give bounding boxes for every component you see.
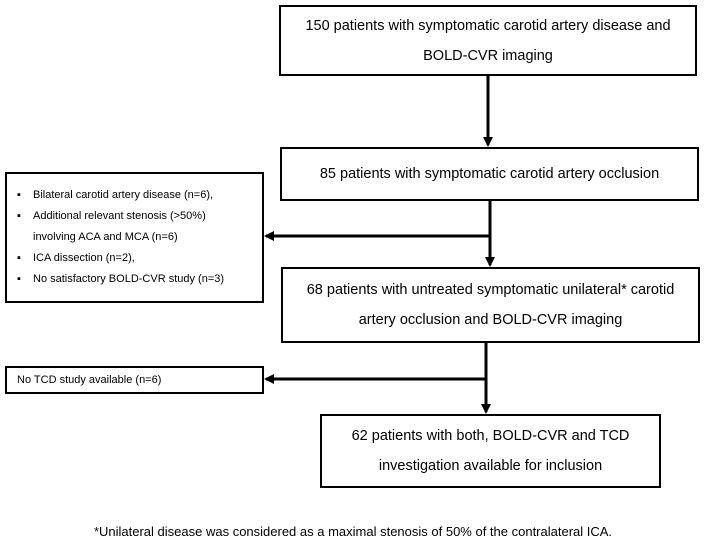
bullet-icon: ▪ — [17, 252, 21, 264]
exclusion-item: ▪ICA dissection (n=2), — [17, 248, 224, 269]
exclusion-list: ▪Bilateral carotid artery disease (n=6),… — [17, 185, 224, 290]
box4-line1: 62 patients with both, BOLD-CVR and TCD — [351, 428, 630, 444]
exclusion-item: ▪Bilateral carotid artery disease (n=6), — [17, 185, 224, 206]
box-final-cohort: 62 patients with both, BOLD-CVR and TCD … — [320, 414, 661, 488]
box-occlusion-cohort: 85 patients with symptomatic carotid art… — [280, 147, 699, 201]
exclusion-item: ▪No satisfactory BOLD-CVR study (n=3) — [17, 269, 224, 290]
exclusion-box-second: No TCD study available (n=6) — [5, 366, 264, 394]
exclusion-item: ▪Additional relevant stenosis (>50%) — [17, 206, 224, 227]
box1-line2: BOLD-CVR imaging — [423, 47, 553, 64]
exclusion-item-continuation: involving ACA and MCA (n=6) — [33, 231, 178, 243]
exclusion2-text: No TCD study available (n=6) — [17, 374, 162, 386]
box-initial-cohort: 150 patients with symptomatic carotid ar… — [279, 5, 697, 76]
box1-line1: 150 patients with symptomatic carotid ar… — [305, 17, 671, 34]
footnote: *Unilateral disease was considered as a … — [93, 524, 613, 539]
box2-line1: 85 patients with symptomatic carotid art… — [319, 166, 660, 182]
box3-line2: artery occlusion and BOLD-CVR imaging — [358, 312, 623, 328]
box3-line1: 68 patients with untreated symptomatic u… — [306, 282, 675, 298]
bullet-icon: ▪ — [17, 189, 21, 201]
bullet-icon: ▪ — [17, 273, 21, 285]
bullet-icon: ▪ — [17, 210, 21, 222]
box4-line2: investigation available for inclusion — [378, 458, 603, 474]
exclusion-box-first: ▪Bilateral carotid artery disease (n=6),… — [5, 172, 264, 303]
box-unilateral-cohort: 68 patients with untreated symptomatic u… — [281, 267, 700, 343]
